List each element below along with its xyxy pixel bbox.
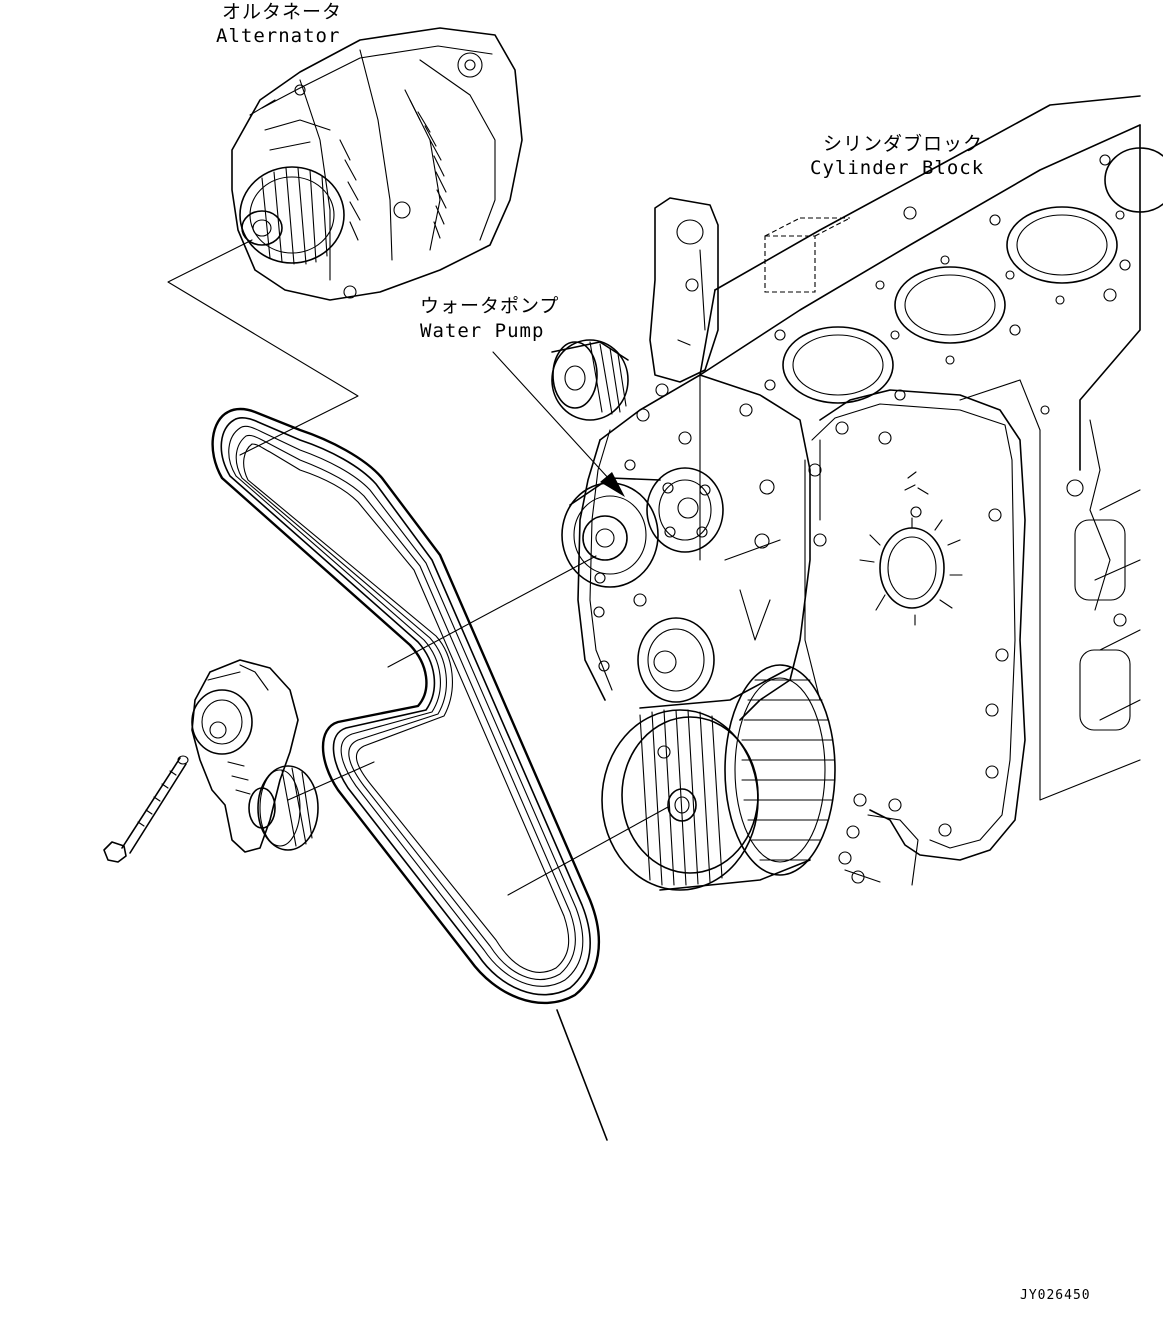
cylinder-block <box>699 95 1163 801</box>
water-pump-label-jp: ウォータポンプ <box>420 295 559 317</box>
water-pump-arrowhead <box>600 472 625 497</box>
leader-lines <box>167 239 669 1141</box>
cylinder-block-label-en: Cylinder Block <box>810 157 984 179</box>
tensioner-belt-leader <box>287 761 375 801</box>
housing-bolts <box>593 383 775 672</box>
water-pump-leader <box>492 351 611 481</box>
deck-holes <box>764 154 1131 401</box>
alternator-label-jp: オルタネータ <box>222 1 342 23</box>
tensioner-bolt <box>103 755 189 863</box>
belt-tensioner <box>191 659 319 853</box>
drawing-code: JY026450 <box>1020 1288 1091 1303</box>
cylinder-block-label-jp: シリンダブロック <box>823 132 983 155</box>
pump-housing <box>577 197 811 721</box>
cover-bolts <box>808 421 1009 837</box>
upper-idler-pulley <box>551 339 629 421</box>
front-cover <box>804 389 1026 861</box>
drive-belt <box>211 407 601 1005</box>
lower-idler <box>637 617 715 703</box>
crank-belt-leader <box>507 806 669 896</box>
alternator-label-en: Alternator <box>216 25 340 47</box>
water-pump-pulley <box>561 467 724 588</box>
water-pump-label: ウォータポンプ Water Pump <box>420 295 559 342</box>
belt-callout-leader <box>556 1009 608 1141</box>
alternator-leader <box>167 239 359 456</box>
water-pump-label-en: Water Pump <box>420 320 544 342</box>
alternator <box>231 27 523 301</box>
crankshaft-pulley <box>601 664 919 891</box>
cylinder-block-label: シリンダブロック Cylinder Block <box>810 132 984 179</box>
alternator-label: オルタネータ Alternator <box>216 1 342 47</box>
pump-belt-leader <box>387 555 597 668</box>
